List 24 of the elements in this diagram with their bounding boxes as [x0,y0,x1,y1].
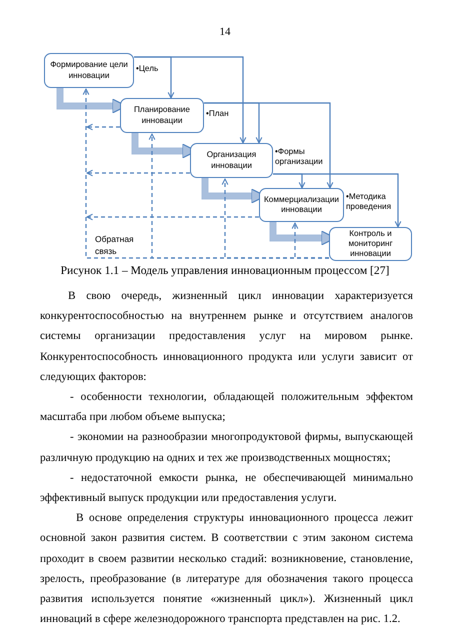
arrow [292,222,329,259]
paragraph: В свою очередь, жизненный цикл инновации характеризуется конкурентоспособностью на внутреннем рынке и отсутствием аналогов системы организации предоставления услуг на мировом рынке. Конкурентоспособность инновационного продукта или услуги зависит от следующих факторов: [40,289,413,385]
figure-caption: Рисунок 1.1 – Модель управления инновационным процессом [27] [60,264,390,277]
arrow [86,170,190,176]
process-box: Планирование инновации [120,98,204,133]
paragraph: - экономии на разнообразии многопродуктовой фирмы, выпускающей различную продукцию на одних и тех же производственных мощностях; [40,430,413,466]
arrow [204,102,334,189]
page-number: 14 [218,26,232,38]
bullet-label: •Цель [136,64,160,74]
paragraph: В основе определения структуры инновационного процесса лежит основной закон развития систем. В соответствии с этим законом система проходит в своем развитии несколько стадий: возникновение, становление, зрелость, преобразование (в литературе для обозначения такого процесса развития используется понятие «жизненный цикл»). Жизненный цикл инноваций в сфере железнодорожного транспорта представлен на рис. 1.2. [40,511,413,628]
arrow [273,173,402,228]
feedback-label: Обратная связь [95,234,135,258]
arrow [86,124,120,130]
process-box: Коммерциализации инновации [259,188,344,222]
process-box: Контроль и мониторинг инновации [329,227,412,261]
paragraph: - особенности технологии, обладающей положительным эффектом масштаба при любом объеме выпуска; [40,390,413,426]
bullet-label: •Методика проведения [346,192,392,212]
process-box: Организация инновации [190,143,273,178]
process-box: Формирование цели инновации [44,53,134,88]
arrow [86,214,259,220]
bullet-label: •Формы организации [275,147,324,168]
arrow [134,56,246,144]
paragraph: - недостаточной емкости рынка, не обеспечивающей минимально эффективный выпуск продукции или предоставления услуги. [40,470,413,506]
bullet-label: •План [206,109,230,120]
